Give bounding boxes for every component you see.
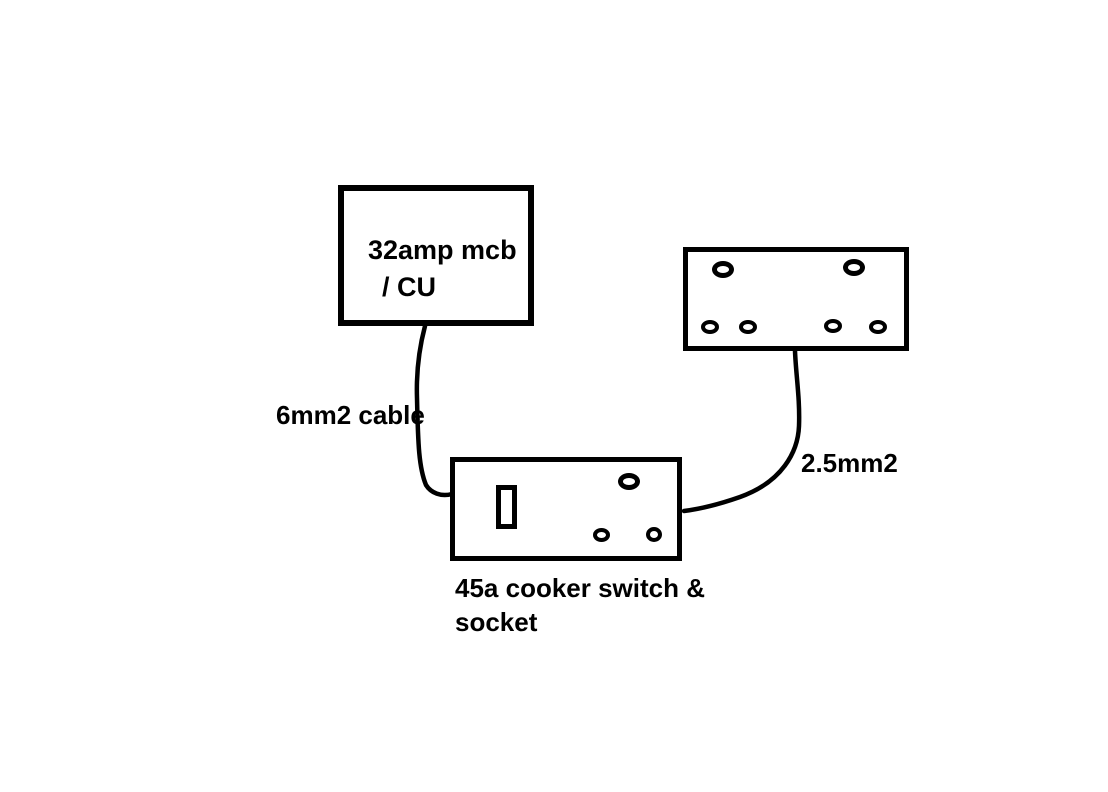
cable-6mm2-label: 6mm2 cable xyxy=(276,400,425,430)
socket-hole-bottom-3-icon xyxy=(824,319,842,333)
socket-hole-bottom-4-icon xyxy=(869,320,887,334)
cooker-socket-hole-right-icon xyxy=(646,527,662,542)
cooker-socket-hole-left-icon xyxy=(593,528,610,542)
cooker-switch-caption: 45a cooker switch & socket xyxy=(455,571,705,639)
socket-hole-bottom-2-icon xyxy=(739,320,757,334)
mcb-cu-box xyxy=(338,185,534,326)
cooker-switch-socket-box xyxy=(450,457,682,561)
mcb-cu-label: 32amp mcb / CU xyxy=(368,232,517,306)
cooker-socket-hole-top-icon xyxy=(618,473,640,490)
cable-2p5mm2-path xyxy=(681,348,802,514)
cooker-switch-caption-line2: socket xyxy=(455,607,538,637)
cooker-switch-caption-line1: 45a cooker switch & xyxy=(455,573,705,603)
socket-hole-bottom-1-icon xyxy=(701,320,719,334)
socket-hole-top-left-icon xyxy=(712,261,734,278)
cable-2p5mm2-label: 2.5mm2 xyxy=(801,448,898,478)
mcb-label-line2: / CU xyxy=(382,272,436,302)
socket-hole-top-right-icon xyxy=(843,259,865,276)
mcb-label-line1: 32amp mcb xyxy=(368,235,517,265)
rocker-switch-icon xyxy=(496,485,517,529)
